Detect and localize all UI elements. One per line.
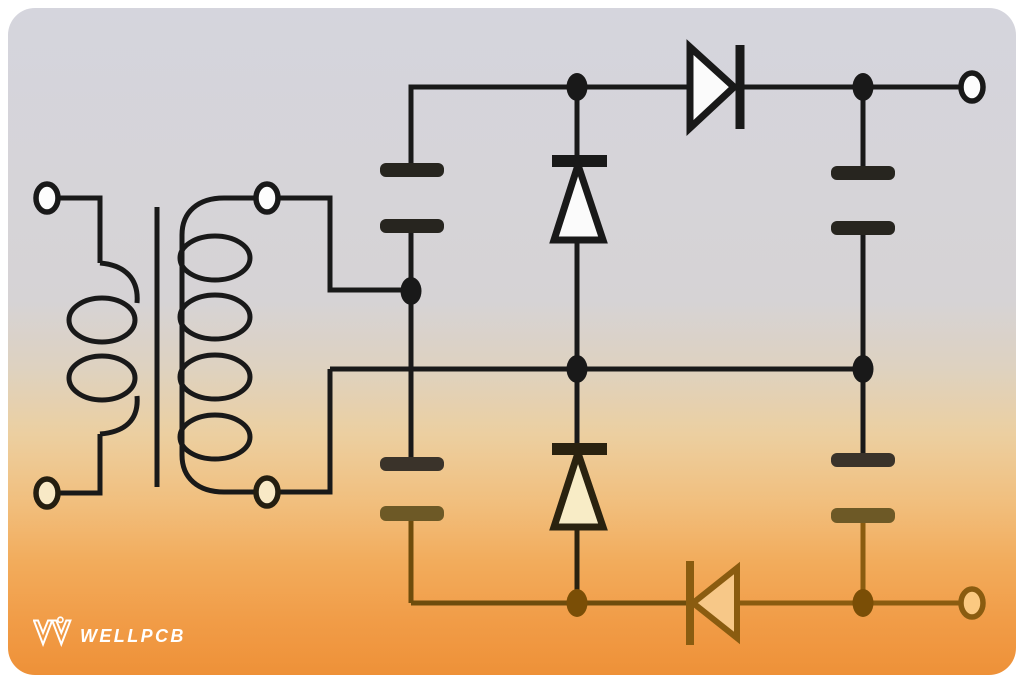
terminal-primary-bottom [33, 476, 61, 510]
diode-d4-triangle [688, 561, 740, 645]
terminal-secondary-bottom [253, 475, 281, 509]
c3-bottom-plate [380, 506, 444, 521]
primary-bottom-lead [58, 434, 103, 496]
wellpcb-w-icon [33, 616, 72, 647]
diode-d1 [686, 39, 745, 137]
secondary-top-to-junction-wire [278, 195, 411, 293]
primary-coil-arc-top [99, 260, 140, 304]
junction-dot-f [566, 589, 588, 617]
capacitor-plates-warm-dark [380, 453, 895, 471]
junction-dot-c [852, 73, 874, 101]
secondary-coil-loop [177, 412, 253, 462]
diode-d2 [549, 153, 608, 244]
c2-top-plate [831, 166, 895, 180]
terminal-primary-top [33, 181, 61, 215]
junction-dot-b [566, 73, 588, 101]
terminals-cream [33, 475, 281, 510]
junction-dots-brown [566, 589, 874, 617]
terminals-white [33, 70, 986, 215]
c1-bottom-plate [380, 219, 444, 233]
c4-bottom-plate [831, 508, 895, 523]
primary-coil-loop [66, 295, 138, 345]
secondary-bottom-to-mid-rail-wire [278, 369, 333, 495]
diode-d3 [549, 441, 608, 603]
junction-dot-g [852, 589, 874, 617]
terminal-output-top-right [958, 70, 986, 104]
secondary-coil-loop [177, 352, 253, 402]
bottom-rail-dark-segments [408, 520, 690, 606]
wellpcb-logo-text: WELLPCB [80, 626, 186, 646]
diode-d2-triangle [549, 153, 608, 244]
junction-dots-black [400, 73, 874, 383]
secondary-coil-spine [179, 195, 256, 495]
top-rail-left-segment [408, 84, 689, 163]
diode-d1-triangle [686, 39, 740, 137]
capacitor-plates-dark [380, 163, 895, 235]
c1-top-plate [380, 163, 444, 177]
c3-top-plate [380, 457, 444, 471]
capacitor-plates-olive [380, 506, 895, 523]
primary-top-lead [58, 195, 103, 263]
c4-top-plate [831, 453, 895, 467]
terminal-secondary-top [253, 181, 281, 215]
junction-dot-d [566, 355, 588, 383]
junction-dot-e [852, 355, 874, 383]
secondary-coil-loop [177, 292, 253, 342]
wellpcb-logo: WELLPCB [33, 616, 186, 647]
primary-coil-arc-bottom [99, 395, 140, 437]
gradient-card [8, 8, 1016, 675]
c2-bottom-plate [831, 221, 895, 235]
junction-dot-a [400, 277, 422, 305]
primary-coil-loop [66, 353, 138, 403]
bottom-rail-orange-group [686, 522, 986, 645]
secondary-coil-loop [177, 233, 253, 283]
terminal-output-bottom-right [958, 586, 986, 620]
